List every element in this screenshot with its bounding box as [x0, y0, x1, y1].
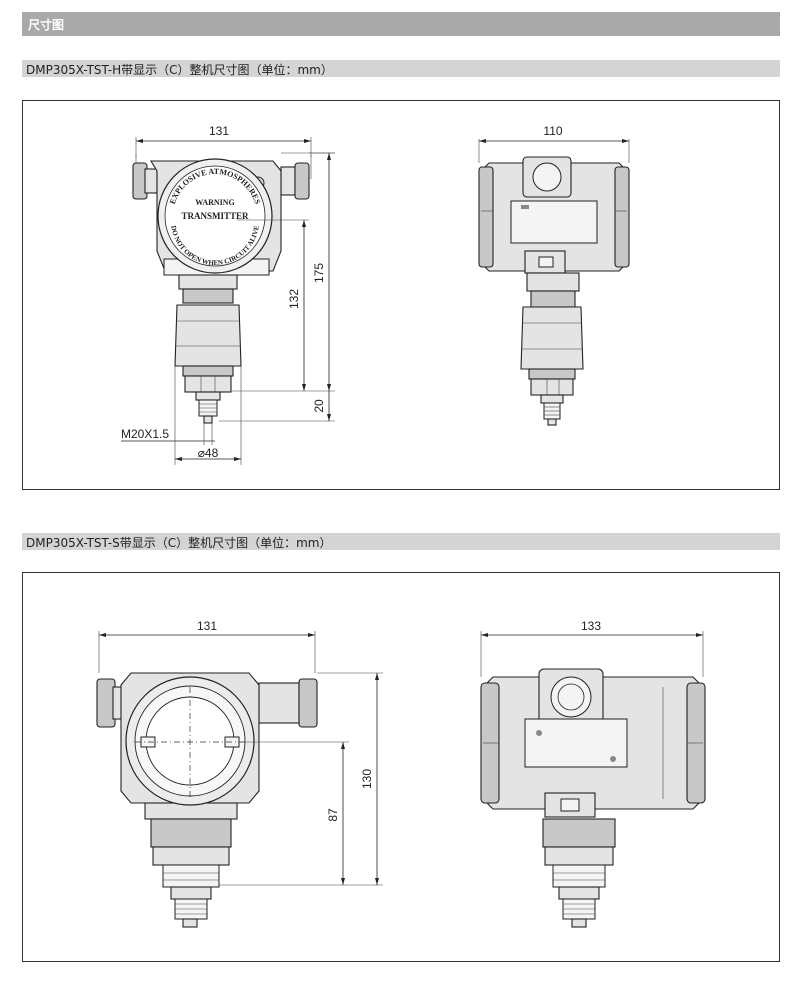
h-back-view: 110 [478, 124, 630, 426]
h-front-total-height-label: 175 [312, 263, 326, 283]
header-bar: 尺寸图 [22, 12, 780, 36]
section2-title: DMP305X-TST-S带显示（C）整机尺寸图（单位：mm） [26, 536, 332, 550]
h-front-view: 131 EXPLOSIVE ATMOSPHERES WARNING [121, 124, 335, 465]
s-front-view: 131 [96, 619, 383, 928]
h-front-diameter-label: ⌀48 [198, 446, 219, 460]
section1-drawing: 131 EXPLOSIVE ATMOSPHERES WARNING [121, 124, 630, 465]
s-front-width-label: 131 [197, 619, 217, 633]
s-front-total-height-label: 130 [360, 769, 374, 789]
section1-title-bar: DMP305X-TST-H带显示（C）整机尺寸图（单位：mm） [22, 60, 780, 77]
section1-drawing-panel: 131 EXPLOSIVE ATMOSPHERES WARNING [22, 100, 780, 490]
s-front-body-height-label: 87 [326, 808, 340, 822]
h-cover-transmitter: TRANSMITTER [181, 211, 249, 221]
section2-title-bar: DMP305X-TST-S带显示（C）整机尺寸图（单位：mm） [22, 533, 780, 550]
section2-drawing: 131 [96, 619, 706, 928]
h-front-width-label: 131 [209, 124, 229, 138]
h-front-body-height-label: 132 [287, 289, 301, 309]
h-front-thread-height-label: 20 [312, 399, 326, 413]
h-cover-warning: WARNING [195, 198, 235, 207]
h-front-thread-label: M20X1.5 [121, 427, 169, 441]
h-back-width-label: 110 [543, 124, 562, 138]
section1-title: DMP305X-TST-H带显示（C）整机尺寸图（单位：mm） [26, 63, 333, 77]
s-back-width-label: 133 [581, 619, 601, 633]
section2-drawing-panel: 131 [22, 572, 780, 962]
header-title: 尺寸图 [28, 18, 65, 32]
s-back-view: 133 [480, 619, 706, 928]
